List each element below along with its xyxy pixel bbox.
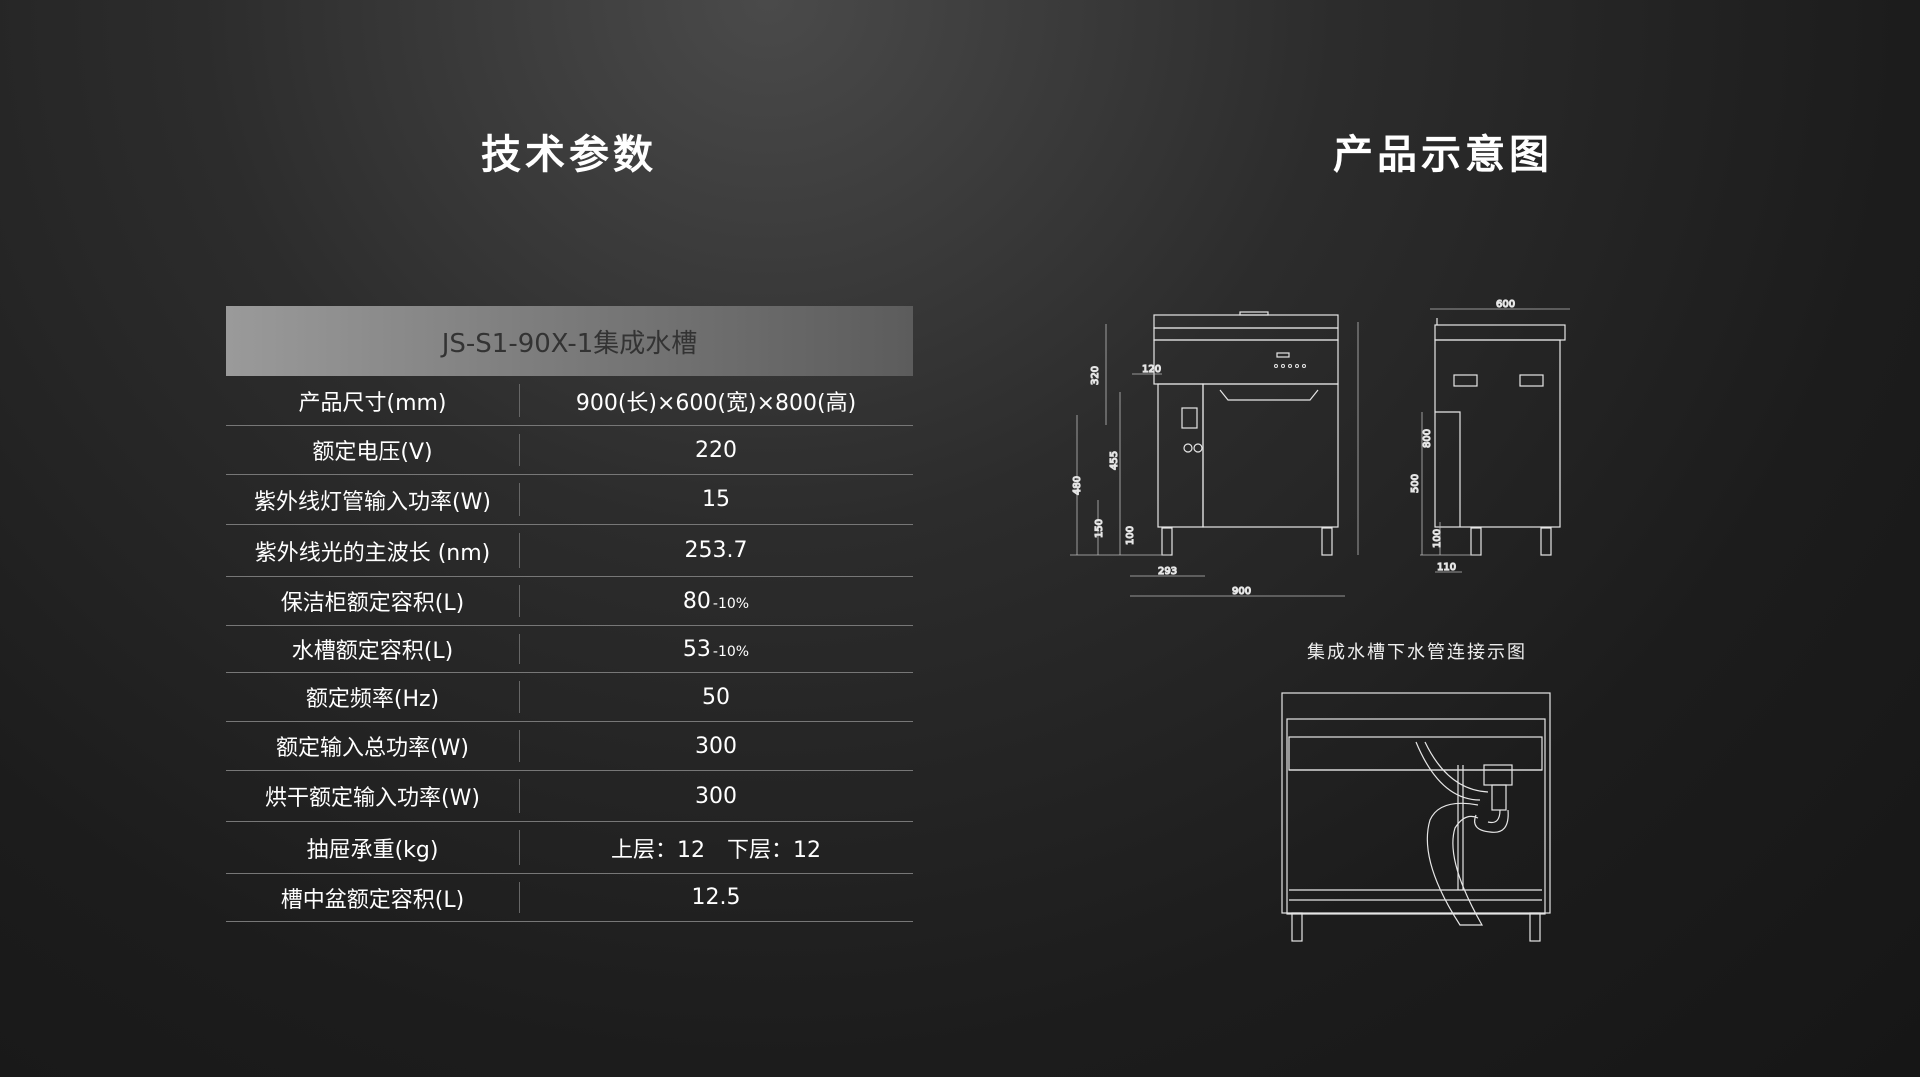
spec-value-cell: 53-10% xyxy=(519,626,913,672)
spec-value-cell: 50 xyxy=(519,673,913,721)
specs-title: 技术参数 xyxy=(481,132,657,178)
spec-label: 抽屉承重(kg) xyxy=(306,837,439,863)
table-row: 抽屉承重(kg) 上层：12 下层：12 xyxy=(226,822,913,874)
drain-pipe-drawing xyxy=(1281,692,1551,942)
column-divider xyxy=(519,681,520,713)
spec-value-cell: 253.7 xyxy=(519,525,913,576)
table-row: 水槽额定容积(L) 53-10% xyxy=(226,626,913,673)
spec-value-cell: 300 xyxy=(519,722,913,770)
dim-500: 500 xyxy=(1410,474,1421,493)
spec-label: 额定电压(V) xyxy=(312,440,433,465)
column-divider xyxy=(519,634,520,664)
side-view-drawing: 600 500 100 110 xyxy=(1409,298,1570,574)
spec-value: 300 xyxy=(695,733,737,759)
diagram-title: 产品示意图 xyxy=(1333,132,1553,178)
column-divider xyxy=(519,434,520,466)
table-row: 紫外线灯管输入功率(W) 15 xyxy=(226,475,913,525)
spec-label: 额定输入总功率(W) xyxy=(276,736,469,761)
spec-value: 900(长)×600(宽)×800(高) xyxy=(575,390,857,416)
spec-label: 额定频率(Hz) xyxy=(305,687,440,712)
dim-320: 320 xyxy=(1090,366,1101,385)
spec-value-cell: 900(长)×600(宽)×800(高) xyxy=(519,376,913,425)
spec-value-cell: 上层：12 下层：12 xyxy=(519,822,913,873)
column-divider xyxy=(519,830,520,865)
table-row: 槽中盆额定容积(L) 12.5 xyxy=(226,874,913,922)
spec-label: 烘干额定输入功率(W) xyxy=(265,786,480,811)
dim-100-side: 100 xyxy=(1432,529,1443,548)
spec-value: 80 xyxy=(682,588,711,614)
table-row: 烘干额定输入功率(W) 300 xyxy=(226,771,913,822)
table-row: 紫外线光的主波长 (nm) 253.7 xyxy=(226,525,913,577)
spec-label: 保洁柜额定容积(L) xyxy=(280,591,465,616)
column-divider xyxy=(519,882,520,913)
dim-455: 455 xyxy=(1109,451,1120,470)
column-divider xyxy=(519,779,520,813)
dim-480: 480 xyxy=(1072,476,1083,495)
front-view-drawing: 320 120 455 480 150 100 293 900 800 xyxy=(1070,311,1434,598)
spec-label: 槽中盆额定容积(L) xyxy=(280,887,465,913)
spec-value: 上层：12 下层：12 xyxy=(611,837,821,863)
column-divider xyxy=(519,730,520,762)
dim-800: 800 xyxy=(1422,429,1433,448)
table-row: 额定频率(Hz) 50 xyxy=(226,673,913,722)
dim-120: 120 xyxy=(1142,364,1161,375)
dim-600: 600 xyxy=(1496,299,1515,310)
dim-293: 293 xyxy=(1158,566,1177,577)
spec-label: 紫外线光的主波长 (nm) xyxy=(254,540,491,566)
spec-value: 220 xyxy=(695,437,737,463)
spec-value-cell: 220 xyxy=(519,426,913,474)
spec-value: 50 xyxy=(702,684,730,710)
column-divider xyxy=(519,384,520,417)
spec-label: 紫外线灯管输入功率(W) xyxy=(254,489,491,515)
dim-900: 900 xyxy=(1232,586,1251,597)
spec-value-cell: 300 xyxy=(519,771,913,821)
spec-value: 253.7 xyxy=(684,538,748,563)
column-divider xyxy=(519,533,520,568)
spec-value-cell: 15 xyxy=(519,475,913,524)
spec-tolerance: -10% xyxy=(712,596,750,612)
spec-label: 产品尺寸(mm) xyxy=(298,390,447,416)
spec-table: JS-S1-90X-1集成水槽 产品尺寸(mm) 900(长)×600(宽)×80… xyxy=(226,306,913,922)
table-row: 保洁柜额定容积(L) 80-10% xyxy=(226,577,913,626)
dim-150: 150 xyxy=(1094,519,1105,538)
table-row: 产品尺寸(mm) 900(长)×600(宽)×800(高) xyxy=(226,376,913,426)
column-divider xyxy=(519,585,520,617)
spec-value: 300 xyxy=(695,783,737,809)
dim-100: 100 xyxy=(1125,526,1136,545)
table-row: 额定电压(V) 220 xyxy=(226,426,913,475)
spec-label: 水槽额定容积(L) xyxy=(291,639,454,664)
table-row: 额定输入总功率(W) 300 xyxy=(226,722,913,771)
drain-caption: 集成水槽下水管连接示图 xyxy=(1307,642,1527,663)
spec-value-cell: 12.5 xyxy=(519,874,913,921)
spec-value-cell: 80-10% xyxy=(519,577,913,625)
dim-110: 110 xyxy=(1437,562,1456,573)
column-divider xyxy=(519,483,520,516)
table-header: JS-S1-90X-1集成水槽 xyxy=(226,306,913,376)
spec-value: 12.5 xyxy=(691,885,741,910)
spec-value: 15 xyxy=(702,487,730,512)
spec-value: 53 xyxy=(682,636,711,662)
spec-tolerance: -10% xyxy=(712,644,750,660)
